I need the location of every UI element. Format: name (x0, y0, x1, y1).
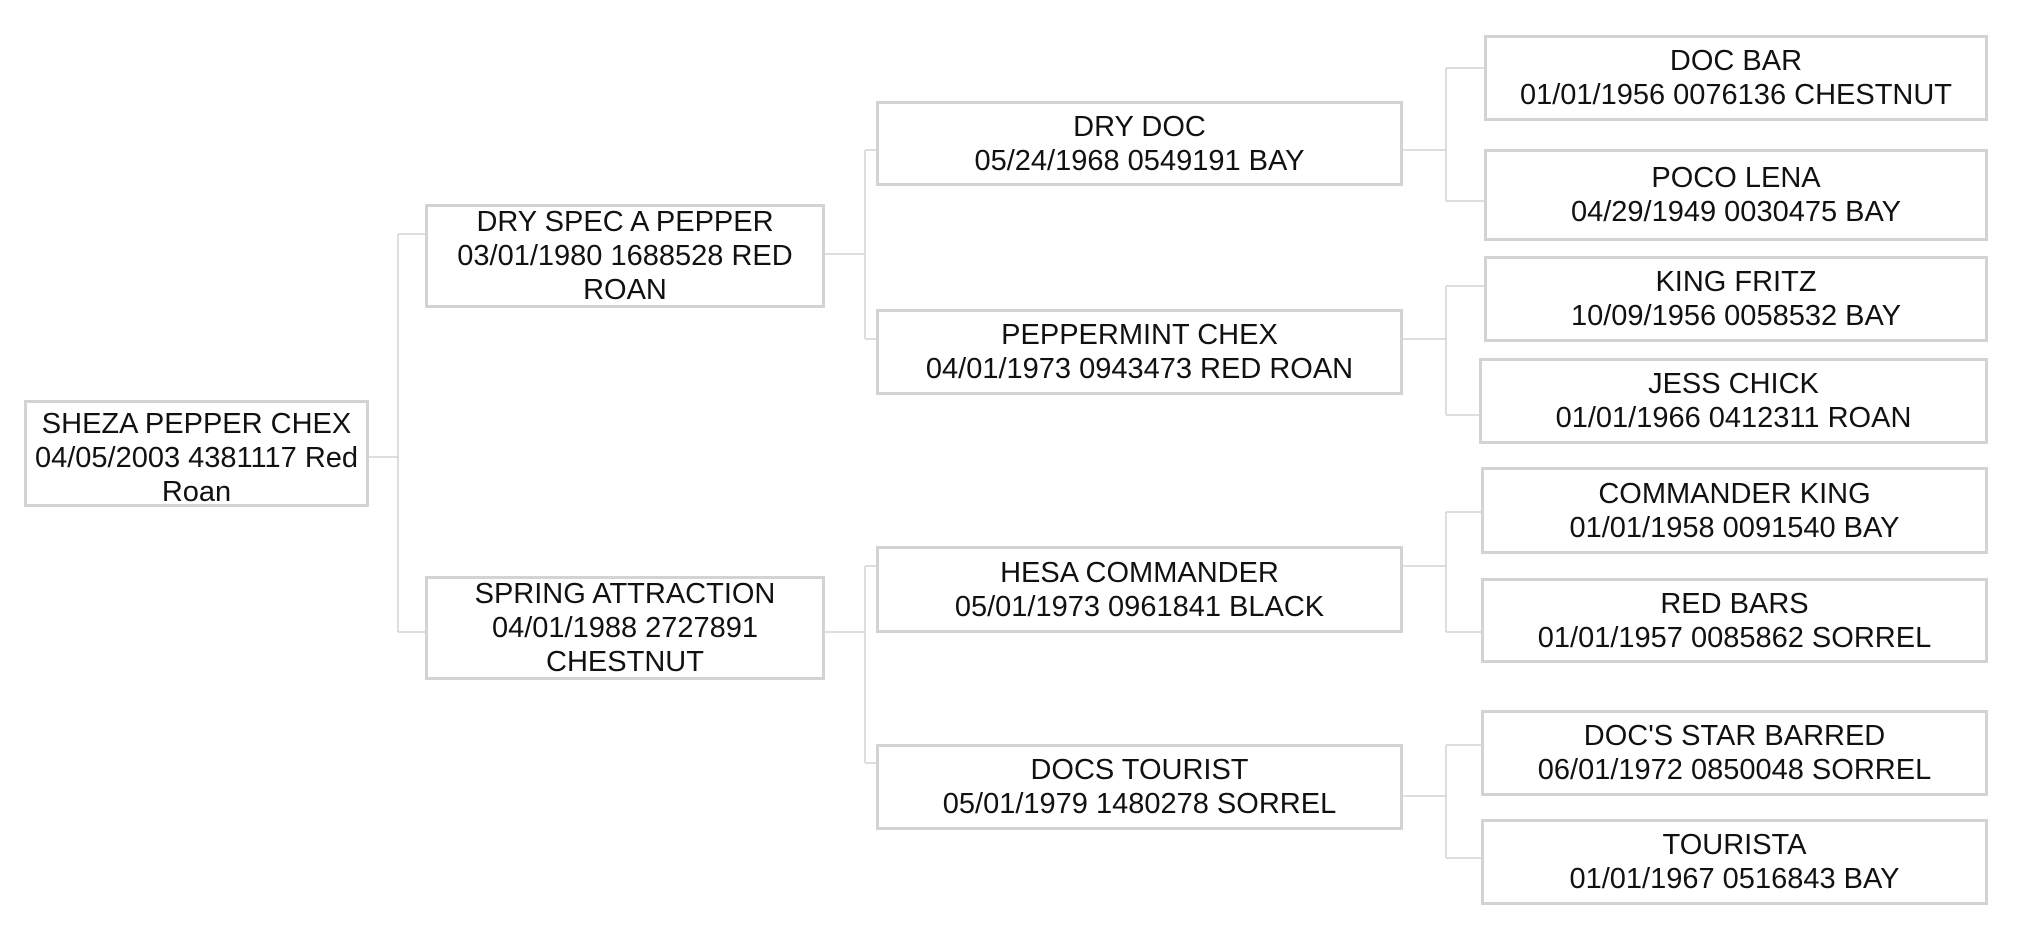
node-ggp-7-name: DOC'S STAR BARRED (1583, 720, 1886, 752)
bracket-dam-dam-line (1403, 744, 1481, 859)
node-dam-sire-name: HESA COMMANDER (1000, 556, 1279, 589)
node-sire-sire: DRY DOC 05/24/1968 0549191 BAY (876, 101, 1403, 186)
node-dam-dam: DOCS TOURIST 05/01/1979 1480278 SORREL (876, 744, 1403, 830)
bracket-sire-line (825, 149, 876, 340)
node-ggp-1: DOC BAR 01/01/1956 0076136 CHESTNUT (1484, 35, 1988, 121)
bracket-sire-dam (1403, 285, 1484, 416)
node-sire-info: 03/01/1980 1688528 RED ROAN (457, 240, 793, 306)
node-ggp-3-info: 10/09/1956 0058532 BAY (1570, 300, 1902, 332)
bracket-subject-line (369, 233, 425, 633)
node-ggp-6-info: 01/01/1957 0085862 SORREL (1537, 621, 1932, 654)
node-ggp-2-name: POCO LENA (1651, 162, 1821, 194)
node-dam-dam-info: 05/01/1979 1480278 SORREL (942, 788, 1337, 820)
bracket-dam-sire (1403, 511, 1481, 633)
bracket-subject (369, 233, 425, 633)
node-ggp-5-info: 01/01/1958 0091540 BAY (1569, 511, 1900, 544)
node-ggp-2-info: 04/29/1949 0030475 BAY (1570, 196, 1902, 228)
bracket-sire-dam-line (1403, 285, 1484, 416)
node-sire-name: DRY SPEC A PEPPER (476, 206, 774, 238)
node-ggp-6-name: RED BARS (1660, 587, 1809, 620)
node-ggp-3-name: KING FRITZ (1655, 266, 1817, 298)
node-ggp-8-name: TOURISTA (1662, 829, 1807, 861)
node-subject-info: 04/05/2003 4381117 Red Roan (34, 442, 359, 507)
bracket-sire (825, 149, 876, 340)
node-ggp-7-info: 06/01/1972 0850048 SORREL (1537, 754, 1932, 786)
node-sire-sire-info: 05/24/1968 0549191 BAY (974, 144, 1305, 177)
node-sire-sire-name: DRY DOC (1073, 110, 1206, 143)
node-ggp-1-info: 01/01/1956 0076136 CHESTNUT (1519, 79, 1953, 111)
node-sire-dam: PEPPERMINT CHEX 04/01/1973 0943473 RED R… (876, 309, 1403, 395)
node-dam-info: 04/01/1988 2727891 CHESTNUT (491, 612, 759, 678)
node-ggp-5: COMMANDER KING 01/01/1958 0091540 BAY (1481, 467, 1988, 554)
node-dam-dam-name: DOCS TOURIST (1030, 754, 1249, 786)
node-sire-dam-info: 04/01/1973 0943473 RED ROAN (925, 353, 1354, 385)
node-ggp-8: TOURISTA 01/01/1967 0516843 BAY (1481, 819, 1988, 905)
node-dam-name: SPRING ATTRACTION (474, 578, 776, 610)
node-sire-dam-name: PEPPERMINT CHEX (1001, 319, 1278, 351)
node-ggp-5-name: COMMANDER KING (1598, 477, 1871, 510)
bracket-dam (825, 565, 876, 764)
node-ggp-3: KING FRITZ 10/09/1956 0058532 BAY (1484, 256, 1988, 342)
node-dam-sire: HESA COMMANDER 05/01/1973 0961841 BLACK (876, 546, 1403, 633)
bracket-sire-sire-line (1403, 67, 1484, 202)
node-subject: SHEZA PEPPER CHEX 04/05/2003 4381117 Red… (24, 400, 369, 507)
node-subject-name: SHEZA PEPPER CHEX (41, 408, 352, 440)
node-ggp-6: RED BARS 01/01/1957 0085862 SORREL (1481, 578, 1988, 663)
bracket-sire-sire (1403, 67, 1484, 202)
node-sire: DRY SPEC A PEPPER 03/01/1980 1688528 RED… (425, 204, 825, 308)
node-ggp-2: POCO LENA 04/29/1949 0030475 BAY (1484, 149, 1988, 241)
node-ggp-8-info: 01/01/1967 0516843 BAY (1569, 863, 1900, 895)
node-ggp-1-name: DOC BAR (1669, 45, 1803, 77)
node-ggp-4-name: JESS CHICK (1648, 368, 1819, 400)
node-ggp-4: JESS CHICK 01/01/1966 0412311 ROAN (1479, 358, 1988, 444)
bracket-dam-line (825, 565, 876, 764)
node-dam: SPRING ATTRACTION 04/01/1988 2727891 CHE… (425, 576, 825, 680)
node-ggp-7: DOC'S STAR BARRED 06/01/1972 0850048 SOR… (1481, 710, 1988, 796)
bracket-dam-sire-line (1403, 511, 1481, 633)
node-dam-sire-info: 05/01/1973 0961841 BLACK (954, 590, 1325, 623)
node-ggp-4-info: 01/01/1966 0412311 ROAN (1555, 402, 1912, 434)
bracket-dam-dam (1403, 744, 1481, 859)
